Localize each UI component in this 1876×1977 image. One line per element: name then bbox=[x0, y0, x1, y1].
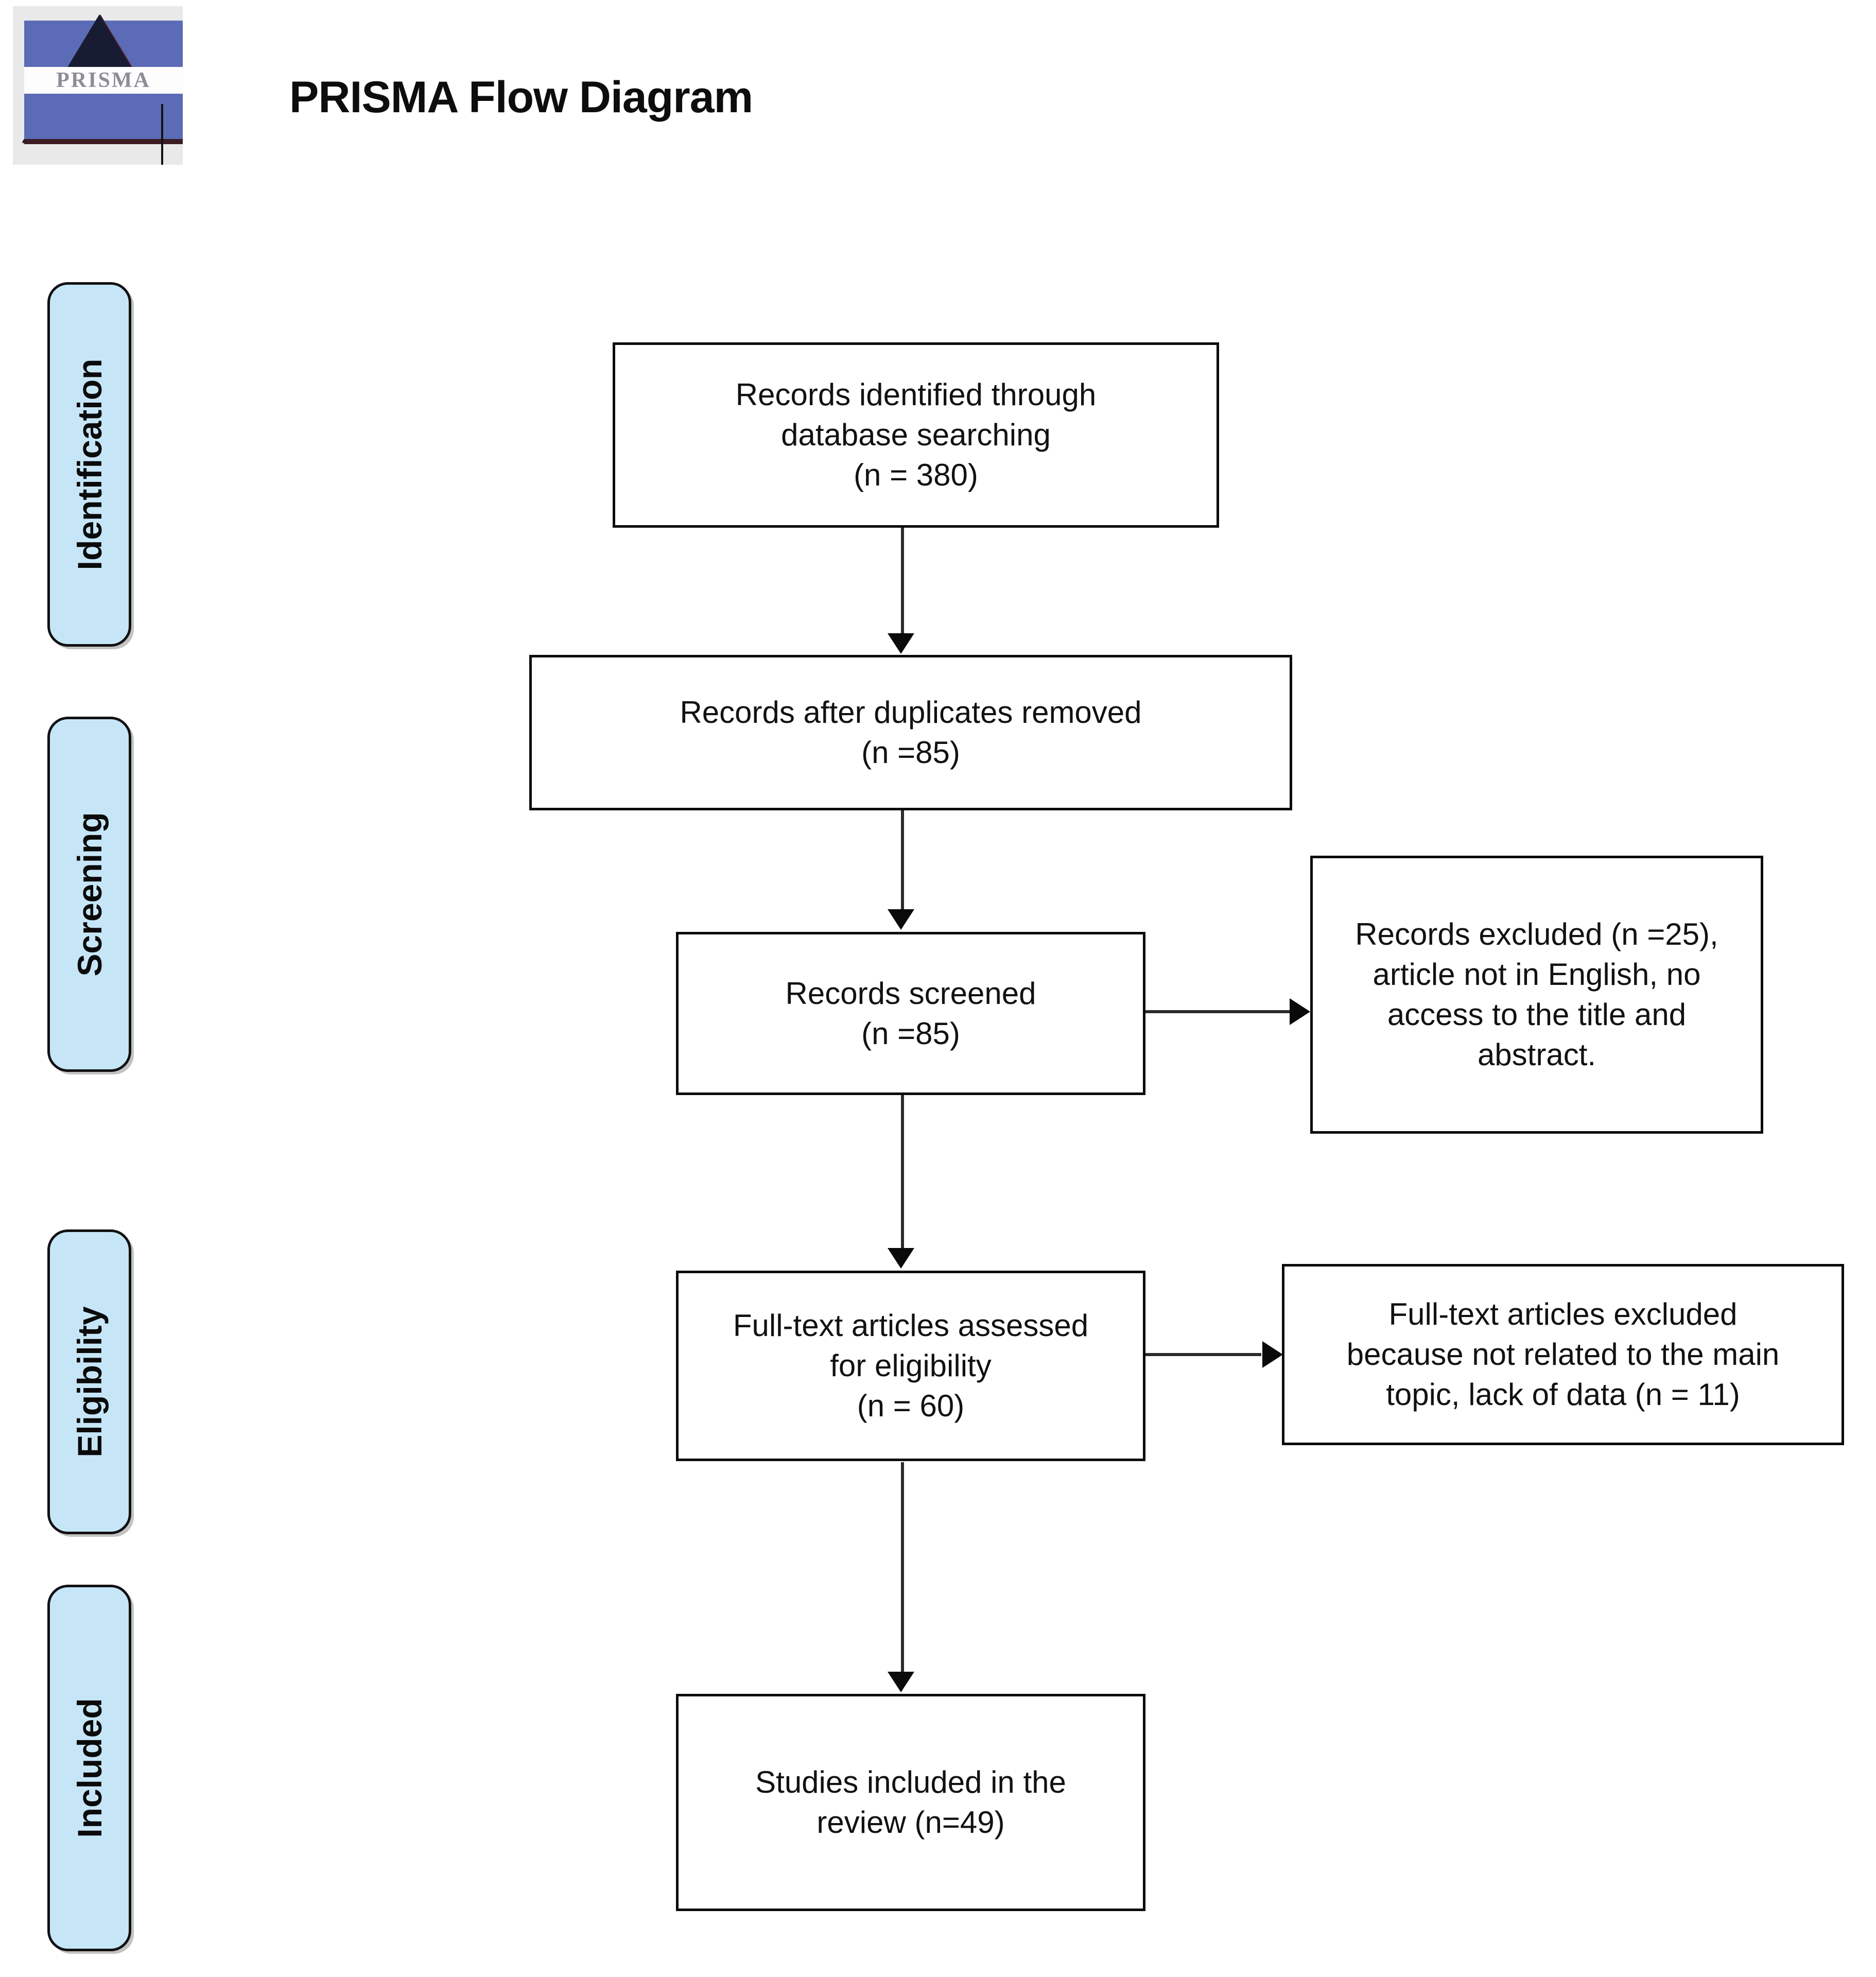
arrow-right-icon bbox=[1290, 998, 1310, 1025]
flow-node-line: database searching bbox=[781, 418, 1051, 452]
arrow-down-icon bbox=[888, 909, 914, 930]
logo-base-shadow bbox=[24, 139, 183, 144]
stage-label-screening: Screening bbox=[47, 717, 131, 1072]
flow-node-text: Studies included in the review (n=49) bbox=[741, 1762, 1081, 1843]
flow-node-line: review (n=49) bbox=[817, 1805, 1005, 1840]
connector-screened-to-records-excluded bbox=[1145, 1010, 1294, 1013]
flow-node-line: Full-text articles excluded bbox=[1388, 1297, 1738, 1331]
flow-node-records-after-duplicates: Records after duplicates removed (n =85) bbox=[529, 655, 1292, 810]
stage-label-text: Eligibility bbox=[70, 1306, 109, 1458]
flow-node-text: Records excluded (n =25), article not in… bbox=[1341, 914, 1732, 1075]
flow-node-line: Records after duplicates removed bbox=[680, 695, 1142, 730]
flow-node-line: access to the title and bbox=[1387, 997, 1687, 1032]
flow-node-text: Records identified through database sear… bbox=[721, 375, 1110, 495]
flow-node-studies-included: Studies included in the review (n=49) bbox=[676, 1694, 1145, 1911]
connector-screened-to-fulltext bbox=[901, 1095, 904, 1250]
connector-fulltext-to-included bbox=[901, 1462, 904, 1673]
flow-node-line: for eligibility bbox=[830, 1348, 992, 1383]
stage-label-included: Included bbox=[47, 1585, 131, 1951]
flow-node-line: abstract. bbox=[1477, 1037, 1596, 1072]
flow-node-line: (n =85) bbox=[861, 1016, 960, 1051]
flow-node-line: because not related to the main bbox=[1346, 1337, 1780, 1372]
flow-node-text: Full-text articles excluded because not … bbox=[1332, 1294, 1794, 1415]
logo-band-bottom bbox=[24, 94, 183, 143]
arrow-down-icon bbox=[888, 633, 914, 654]
flow-node-line: topic, lack of data (n = 11) bbox=[1386, 1377, 1740, 1412]
flow-node-records-screened: Records screened (n =85) bbox=[676, 932, 1145, 1095]
connector-duplicates-to-screened bbox=[901, 810, 904, 911]
connector-identified-to-duplicates bbox=[901, 528, 904, 635]
flow-node-fulltext-assessed: Full-text articles assessed for eligibil… bbox=[676, 1271, 1145, 1461]
stage-label-identification: Identification bbox=[47, 282, 131, 647]
flow-node-line: article not in English, no bbox=[1373, 957, 1701, 992]
flow-node-line: (n =85) bbox=[861, 735, 960, 770]
flow-node-line: Studies included in the bbox=[755, 1765, 1066, 1799]
flow-node-line: Records screened bbox=[785, 976, 1036, 1011]
logo-wordmark: PRISMA bbox=[56, 68, 151, 92]
stage-label-text: Identification bbox=[70, 358, 109, 570]
flow-node-line: (n = 380) bbox=[854, 458, 978, 492]
flow-node-line: Records excluded (n =25), bbox=[1355, 917, 1718, 951]
flow-node-records-excluded: Records excluded (n =25), article not in… bbox=[1310, 856, 1763, 1134]
page-title: PRISMA Flow Diagram bbox=[289, 73, 753, 122]
flow-node-line: Full-text articles assessed bbox=[733, 1308, 1089, 1343]
logo-pointer-line bbox=[161, 104, 163, 165]
flow-node-text: Full-text articles assessed for eligibil… bbox=[719, 1306, 1103, 1426]
arrow-down-icon bbox=[888, 1248, 914, 1269]
connector-fulltext-to-fulltext-excluded bbox=[1145, 1353, 1261, 1356]
arrow-right-icon bbox=[1262, 1341, 1283, 1368]
stage-label-text: Included bbox=[70, 1698, 109, 1838]
flow-node-text: Records screened (n =85) bbox=[771, 974, 1051, 1054]
arrow-down-icon bbox=[888, 1672, 914, 1692]
flow-node-line: Records identified through bbox=[735, 377, 1097, 412]
prisma-logo: PRISMA bbox=[13, 6, 183, 165]
flow-node-line: (n = 60) bbox=[857, 1389, 965, 1423]
logo-band-white bbox=[24, 67, 183, 94]
stage-label-text: Screening bbox=[70, 812, 109, 977]
flow-node-records-identified: Records identified through database sear… bbox=[613, 342, 1219, 528]
flow-node-text: Records after duplicates removed (n =85) bbox=[665, 692, 1156, 773]
stage-label-eligibility: Eligibility bbox=[47, 1229, 131, 1534]
flow-node-fulltext-excluded: Full-text articles excluded because not … bbox=[1282, 1264, 1844, 1445]
